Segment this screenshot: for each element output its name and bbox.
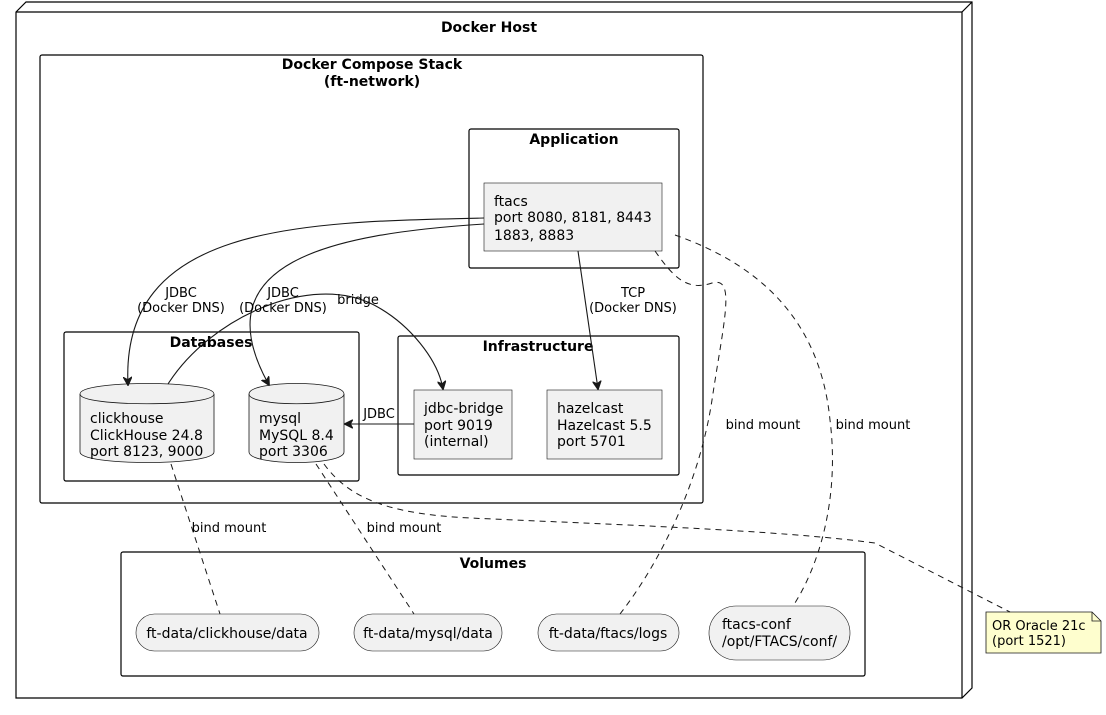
ftacs-component: ftacs port 8080, 8181, 8443 1883, 8883 xyxy=(483,182,663,252)
volume-ftacs-logs: ft-data/ftacs/logs xyxy=(537,613,680,652)
ftacs-name: ftacs xyxy=(494,194,528,210)
mysql-version: MySQL 8.4 xyxy=(259,428,334,444)
jdbc-bridge-name: jdbc-bridge xyxy=(423,401,503,417)
oracle-note: OR Oracle 21c (port 1521) xyxy=(985,611,1102,654)
label-ftacs-hazelcast-dns: (Docker DNS) xyxy=(589,301,677,316)
compose-stack-network: (ft-network) xyxy=(324,74,420,90)
clickhouse-version: ClickHouse 24.8 xyxy=(90,428,203,444)
edge-ftacs-clickhouse xyxy=(128,217,485,385)
label-ftacs-clickhouse-dns: (Docker DNS) xyxy=(137,301,225,316)
edge-mysql-mount xyxy=(315,463,415,615)
label-ftacs-clickhouse-proto: JDBC xyxy=(164,286,197,301)
jdbc-bridge-port: port 9019 xyxy=(424,418,493,434)
label-conf-mount: bind mount xyxy=(836,418,911,433)
edge-ftacs-logs-mount xyxy=(619,250,727,615)
clickhouse-database: clickhouse ClickHouse 24.8 port 8123, 90… xyxy=(79,383,215,463)
hazelcast-port: port 5701 xyxy=(557,434,626,450)
label-ftacs-hazelcast-proto: TCP xyxy=(620,286,645,301)
label-ftacs-mysql-dns: (Docker DNS) xyxy=(239,301,327,316)
volume-ftacs-conf: ftacs-conf /opt/FTACS/conf/ xyxy=(708,605,851,661)
volume-clickhouse-data-label: ft-data/clickhouse/data xyxy=(146,626,307,642)
mysql-name: mysql xyxy=(259,411,301,427)
volume-mysql-data: ft-data/mysql/data xyxy=(353,613,503,652)
volumes-title: Volumes xyxy=(460,556,527,572)
volume-ftacs-logs-label: ft-data/ftacs/logs xyxy=(549,626,668,642)
edge-ftacs-hazelcast xyxy=(577,250,598,389)
ftacs-ports-extra: 1883, 8883 xyxy=(494,228,574,244)
compose-stack-title: Docker Compose Stack xyxy=(282,57,463,73)
oracle-note-line2: (port 1521) xyxy=(992,634,1066,649)
edge-clickhouse-mount xyxy=(170,463,221,615)
hazelcast-component: hazelcast Hazelcast 5.5 port 5701 xyxy=(546,389,663,460)
hazelcast-version: Hazelcast 5.5 xyxy=(557,418,652,434)
label-mysql-mount: bind mount xyxy=(367,521,442,536)
clickhouse-name: clickhouse xyxy=(90,411,164,427)
volume-mysql-data-label: ft-data/mysql/data xyxy=(363,626,493,642)
label-bridge-mysql: JDBC xyxy=(362,407,395,422)
oracle-note-line1: OR Oracle 21c xyxy=(992,619,1086,634)
volume-clickhouse-data: ft-data/clickhouse/data xyxy=(135,613,320,652)
label-clickhouse-mount: bind mount xyxy=(192,521,267,536)
edge-ftacs-mysql xyxy=(249,223,485,385)
hazelcast-name: hazelcast xyxy=(557,401,624,417)
volume-ftacs-conf-path: /opt/FTACS/conf/ xyxy=(722,634,837,650)
jdbc-bridge-internal: (internal) xyxy=(424,434,489,450)
mysql-database: mysql MySQL 8.4 port 3306 xyxy=(248,383,345,463)
jdbc-bridge-component: jdbc-bridge port 9019 (internal) xyxy=(413,389,513,460)
ftacs-ports: port 8080, 8181, 8443 xyxy=(494,210,652,226)
application-title: Application xyxy=(529,132,618,148)
edge-ftacs-conf-mount xyxy=(674,234,833,607)
edge-clickhouse-bridge xyxy=(167,293,443,389)
label-clickhouse-bridge: bridge xyxy=(337,293,379,308)
edge-mysql-note xyxy=(323,463,1011,613)
label-ftacs-mysql-proto: JDBC xyxy=(266,286,299,301)
docker-host-title: Docker Host xyxy=(441,20,537,36)
databases-title: Databases xyxy=(170,335,253,351)
clickhouse-ports: port 8123, 9000 xyxy=(90,444,203,460)
volume-ftacs-conf-name: ftacs-conf xyxy=(722,617,792,633)
mysql-port: port 3306 xyxy=(259,444,328,460)
infrastructure-title: Infrastructure xyxy=(483,339,594,355)
label-logs-mount: bind mount xyxy=(726,418,801,433)
